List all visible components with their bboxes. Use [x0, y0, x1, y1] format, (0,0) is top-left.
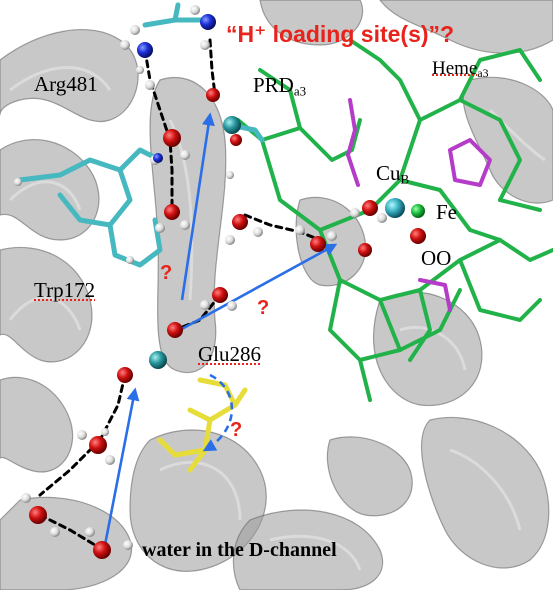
- label-fe: Fe: [436, 200, 457, 224]
- question-mark-left: ?: [160, 262, 173, 284]
- label-heme-a3: Hemea3: [432, 59, 488, 80]
- label-cu-b: CuB: [376, 161, 410, 187]
- question-mark-middle: ?: [257, 297, 270, 319]
- nitrogen-atoms: [137, 14, 216, 163]
- ribbon-bottom-center: [232, 509, 384, 590]
- label-heme-subscript: a3: [477, 66, 489, 80]
- ribbon-right-top: [379, 0, 553, 54]
- proton-arrows: [103, 112, 338, 546]
- label-cu-subscript: B: [400, 171, 410, 187]
- arrow-d-channel-up: [103, 387, 140, 546]
- label-heme-text: Heme: [432, 58, 478, 79]
- label-cu-text: Cu: [376, 161, 401, 185]
- label-trp172: Trp172: [34, 278, 96, 302]
- fe-atom: [411, 204, 425, 218]
- hbond-dashes: [38, 38, 322, 550]
- ribbon-bottom-right: [326, 436, 413, 517]
- ribbon-right-mid: [372, 291, 483, 407]
- ribbon-center-bottom: [129, 429, 267, 572]
- cub-atom: [385, 198, 405, 218]
- label-prd-subscript: a3: [293, 83, 307, 99]
- label-oo: OO: [421, 246, 452, 270]
- label-prd-a3: PRDa3: [253, 73, 307, 99]
- heme-sticks: [236, 38, 553, 402]
- arrow-to-binuclear: [179, 243, 338, 332]
- glu286-sticks: [157, 377, 248, 473]
- label-prd-text: PRD: [253, 73, 294, 97]
- label-arg481: Arg481: [34, 72, 98, 96]
- heme-magenta-sticks: [346, 98, 492, 312]
- ribbon-upper-mid: [259, 0, 364, 46]
- ribbon-top-left: [0, 29, 139, 123]
- ribbon-right-lower: [421, 416, 550, 569]
- ribbon-left-mid: [0, 246, 93, 363]
- label-glu286: Glu286: [198, 342, 261, 366]
- arrow-to-prd: [180, 112, 215, 301]
- question-mark-glu: ?: [230, 419, 243, 441]
- carbon-atoms: [149, 116, 241, 369]
- hydrogen-atoms: [14, 5, 387, 550]
- oxygen-atoms: [29, 88, 426, 559]
- ribbon-left-upper: [0, 139, 100, 241]
- ribbon-left-lower: [0, 376, 74, 473]
- heading-h-loading-site: “H⁺ loading site(s)”?: [226, 21, 455, 47]
- label-water-d-channel: water in the D-channel: [142, 539, 337, 561]
